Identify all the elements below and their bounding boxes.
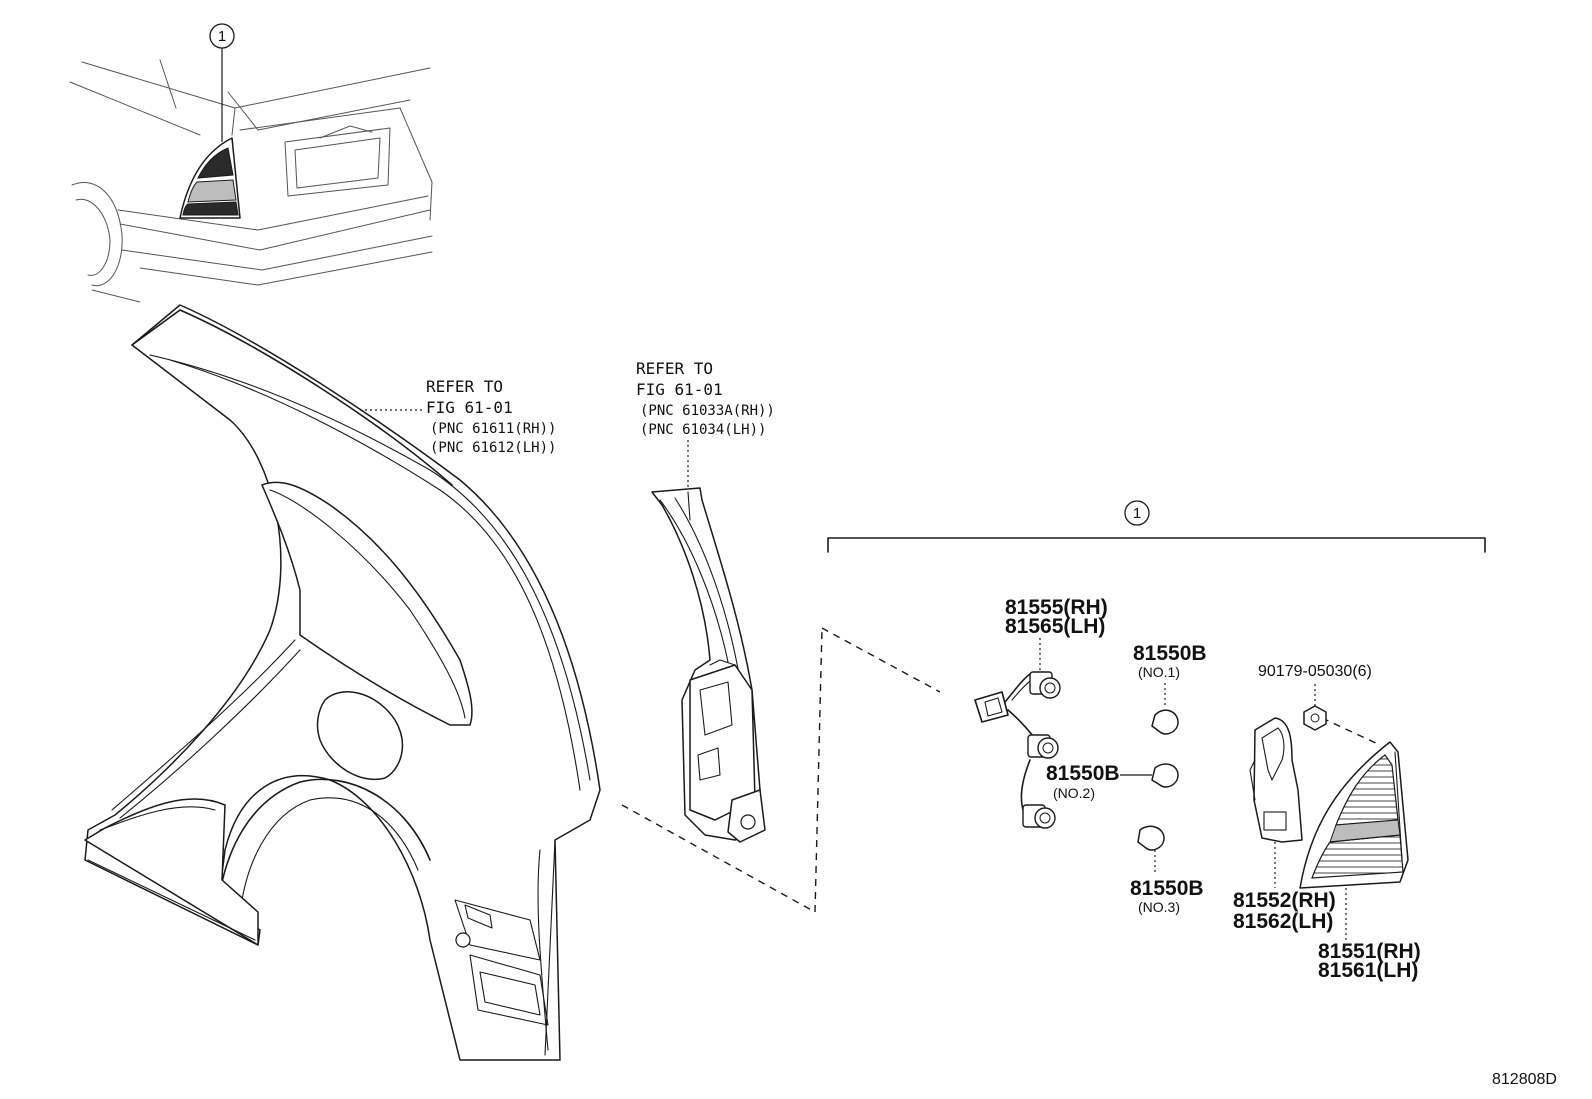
quarter-panel-callout: REFER TO FIG 61-01 (PNC 61611(RH)) (PNC … [426, 377, 556, 456]
tail-lamp-lens: 81551(RH) 81561(LH) [1299, 741, 1421, 982]
figure-id: 812808D [1492, 1071, 1557, 1088]
bulb-no3: 81550B (NO.3) [1130, 825, 1204, 915]
socket-1 [1029, 671, 1061, 699]
lamp-lens-rh: 81551(RH) [1318, 940, 1421, 963]
bulb-no2-note: (NO.2) [1053, 785, 1095, 801]
vehicle-rear-view [69, 48, 433, 303]
gasket-lh: 81562(LH) [1233, 910, 1333, 933]
bulb-no1: 81550B (NO.1) [1133, 642, 1207, 735]
bulb-no3-number: 81550B [1130, 877, 1204, 900]
bulb-no1-number: 81550B [1133, 642, 1207, 665]
bulb-no2: 81550B (NO.2) [1046, 762, 1179, 801]
inner-panel-refer-to: REFER TO [636, 359, 713, 378]
inner-panel-fig: FIG 61-01 [636, 380, 723, 399]
projection-lines [621, 627, 1381, 913]
quarter-panel-pnc-rh: (PNC 61611(RH)) [430, 421, 556, 437]
group-marker-top: 1 [209, 23, 235, 49]
socket-2 [1027, 734, 1059, 759]
inner-panel-pnc-lh: (PNC 61034(LH)) [640, 422, 766, 438]
inner-panel-callout: REFER TO FIG 61-01 (PNC 61033A(RH)) (PNC… [636, 359, 775, 438]
socket-wire-lh: 81565(LH) [1005, 615, 1105, 638]
quarter-panel-pnc-lh: (PNC 61612(LH)) [430, 440, 556, 456]
inner-panel [651, 487, 766, 843]
quarter-panel-fig: FIG 61-01 [426, 398, 513, 417]
quarter-panel-refer-to: REFER TO [426, 377, 503, 396]
assembly-bracket: 1 [827, 500, 1486, 553]
group-marker-top-label: 1 [218, 28, 226, 45]
inner-panel-pnc-rh: (PNC 61033A(RH)) [640, 403, 775, 419]
socket-3 [1022, 804, 1056, 829]
nut: 90179-05030(6) [1258, 663, 1372, 731]
socket-wire-harness [974, 638, 1061, 829]
socket-wire-label: 81555(RH) 81565(LH) [1005, 596, 1108, 638]
quarter-panel [84, 304, 601, 1061]
bulb-no1-note: (NO.1) [1138, 664, 1180, 680]
nut-number: 90179-05030(6) [1258, 663, 1372, 680]
lamp-lens-lh: 81561(LH) [1318, 959, 1418, 982]
group-marker-bracket-label: 1 [1133, 505, 1141, 522]
socket-wire-rh: 81555(RH) [1005, 596, 1108, 619]
bulb-no3-note: (NO.3) [1138, 899, 1180, 915]
gasket-rh: 81552(RH) [1233, 889, 1336, 912]
gasket: 81552(RH) 81562(LH) [1233, 717, 1336, 933]
bulb-no2-number: 81550B [1046, 762, 1120, 785]
